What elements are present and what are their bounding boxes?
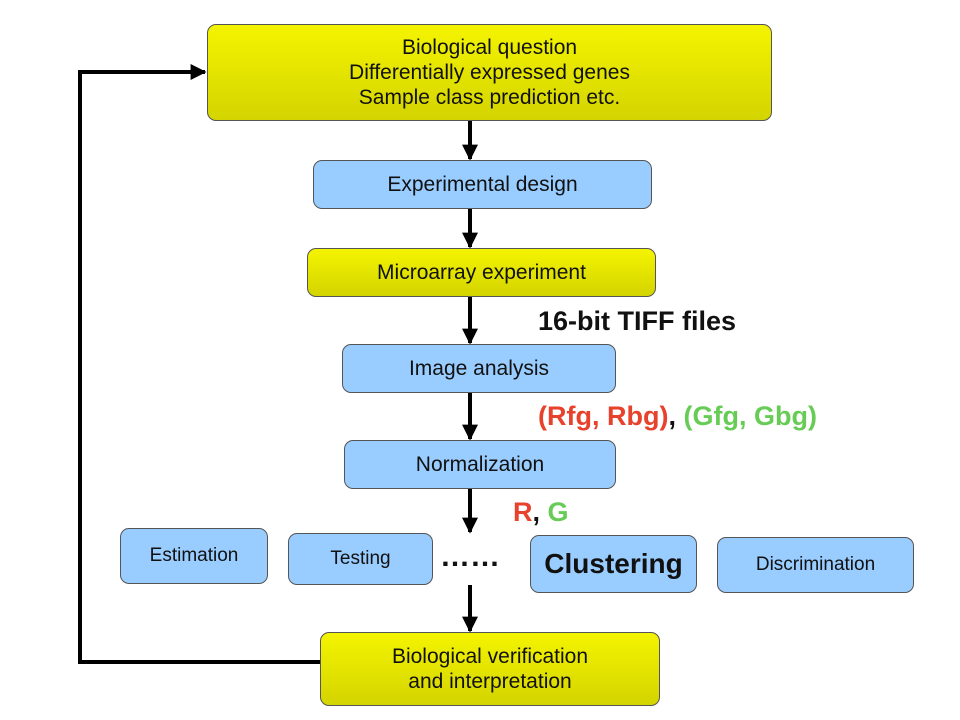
pair-separator: , [668,401,676,431]
clustering-label: Clustering [544,548,683,580]
rg-separator: , [532,497,541,527]
sample-class-prediction-text: Sample class prediction etc. [358,86,621,110]
estimation-label: Estimation [149,544,239,566]
biological-verification-line2: and interpretation [408,670,572,693]
microarray-experiment-label: Microarray experiment [377,260,586,284]
discrimination-label: Discrimination [755,553,876,575]
biological-question-title: Biological question [401,35,578,59]
red-pair-text: (Rfg, Rbg) [538,401,669,431]
discrimination-box: Discrimination [717,537,914,593]
normalization-label: Normalization [415,452,545,476]
tiff-files-annotation: 16-bit TIFF files [538,306,736,337]
differentially-expressed-genes-text: Differentially expressed genes [349,60,630,84]
foreground-background-annotation: (Rfg, Rbg), (Gfg, Gbg) [538,401,817,432]
experimental-design-label: Experimental design [387,172,578,196]
feedback-loop-arrow [78,64,320,664]
g-channel-text: G [547,497,569,527]
tiff-files-text: 16-bit TIFF files [538,306,737,336]
microarray-experiment-box: Microarray experiment [307,248,656,297]
image-analysis-box: Image analysis [342,344,616,393]
biological-verification-line1: Biological verification [391,644,589,668]
green-pair-text: (Gfg, Gbg) [683,401,817,431]
biological-verification-box: Biological verification and interpretati… [320,632,660,706]
experimental-design-box: Experimental design [313,160,652,209]
testing-label: Testing [330,547,391,569]
biological-question-box: Biological question Differentially expre… [207,24,772,121]
testing-box: Testing [288,533,433,585]
ellipsis-text: …… [440,540,500,573]
normalization-box: Normalization [344,440,616,489]
r-channel-text: R [513,497,533,527]
estimation-box: Estimation [120,528,268,584]
rg-channel-annotation: R, G [513,497,569,528]
ellipsis-more-methods: …… [440,540,500,574]
clustering-box: Clustering [530,535,697,593]
image-analysis-label: Image analysis [408,356,550,380]
